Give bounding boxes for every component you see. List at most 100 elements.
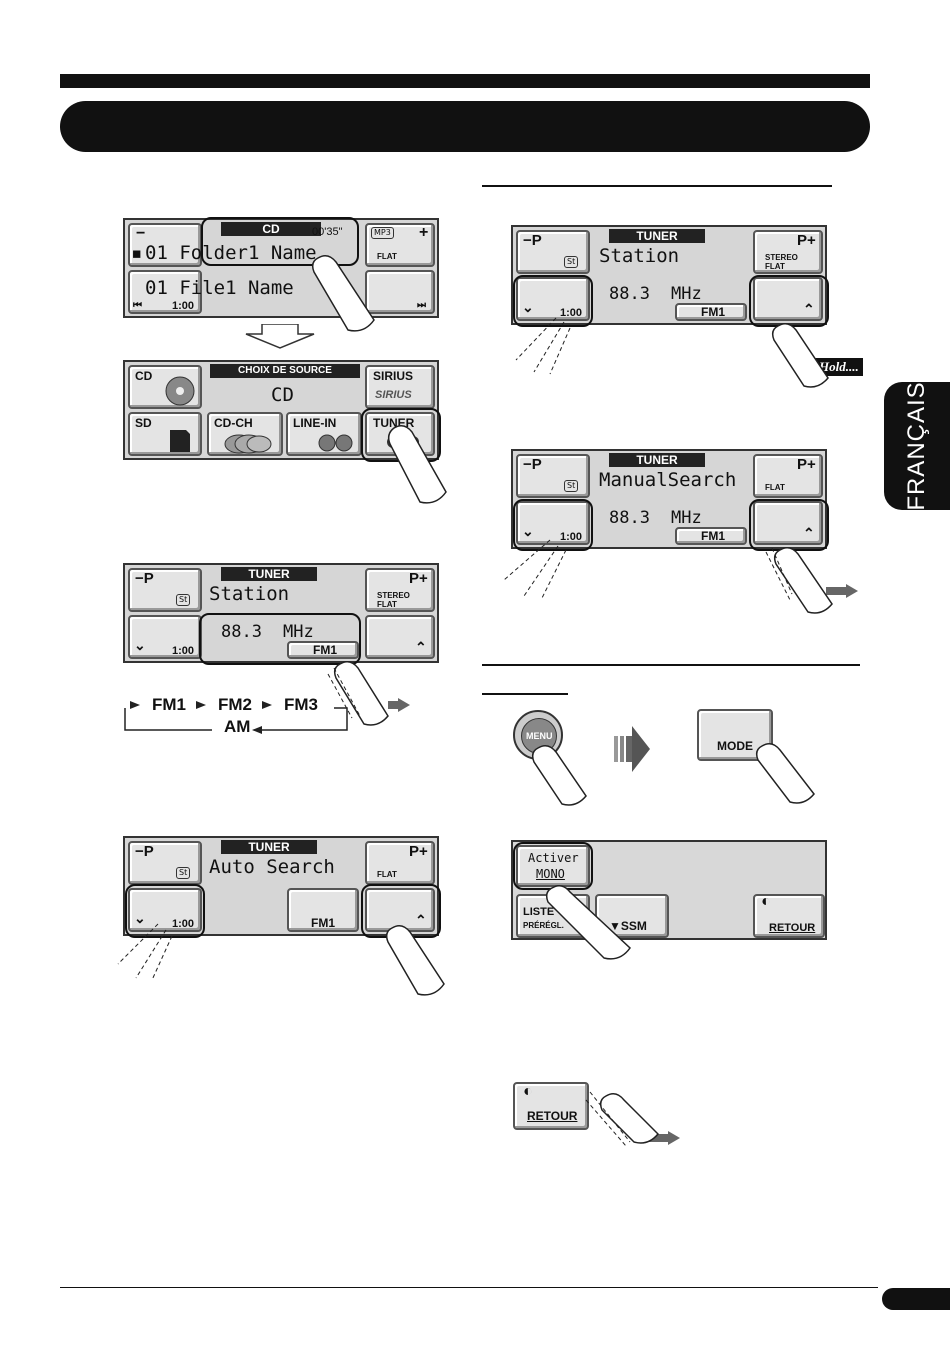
prev-icon: ⏮ — [133, 300, 142, 311]
preset-down-button[interactable]: −P St — [516, 454, 590, 498]
changer-icon — [224, 434, 272, 454]
tuner-screen-manual: −P St TUNER ManualSearch P+ FLAT ⌄ 1:00 … — [511, 449, 829, 551]
liste-preregl-button[interactable]: LISTE PRÉRÉGL. — [516, 894, 590, 938]
step-rule — [482, 185, 832, 187]
band-button[interactable]: FM1 — [287, 888, 359, 932]
minus-button[interactable]: − — [128, 223, 202, 267]
prev-track-button[interactable]: ⏮ 1:00 — [128, 270, 202, 314]
flat-label: FLAT — [377, 870, 397, 879]
source-cd-button[interactable]: CD — [128, 365, 202, 409]
source-sd-button[interactable]: SD — [128, 412, 202, 456]
folder-name: 01 Folder1 Name — [145, 242, 317, 264]
station-name: ManualSearch — [599, 469, 737, 491]
band-button[interactable]: FM1 — [287, 641, 359, 659]
highlight — [513, 842, 593, 890]
chevron-up-icon: ⌃ — [415, 639, 427, 655]
step-rule-short — [482, 693, 568, 695]
highlight — [201, 217, 359, 266]
preset-down-button[interactable]: −P St — [128, 841, 202, 885]
retour-button[interactable]: ◐ RETOUR — [753, 894, 825, 938]
station-name: Station — [209, 583, 290, 605]
back-icon: ◐ — [761, 893, 771, 910]
st-badge: St — [176, 594, 191, 606]
menu-knob[interactable]: MENU — [513, 710, 563, 760]
band-fm2: FM2 — [218, 695, 252, 714]
seek-up-button[interactable]: ⌃ — [753, 501, 823, 545]
mode-button[interactable]: MODE — [697, 709, 773, 761]
stereo-label: STEREO — [377, 591, 410, 600]
highlight — [125, 884, 205, 938]
arrow-shaft — [826, 587, 848, 595]
band-am: AM — [224, 717, 251, 736]
arrow-right-icon — [668, 1131, 680, 1145]
language-label: FRANÇAIS — [903, 381, 930, 511]
highlight — [513, 275, 593, 327]
st-badge: St — [564, 480, 579, 492]
source-cdch-button[interactable]: CD-CH — [207, 412, 283, 456]
preset-up-button[interactable]: P+ STEREO FLAT — [365, 568, 435, 612]
seek-up-button[interactable]: ⌃ — [753, 277, 823, 321]
clock: 1:00 — [172, 645, 195, 657]
step-rule — [482, 664, 860, 666]
highlight — [513, 499, 593, 551]
frequency-unit: MHz — [671, 508, 702, 528]
plus-button[interactable]: MP3 + FLAT — [365, 223, 435, 267]
source-header: CHOIX DE SOURCE — [210, 364, 360, 378]
mp3-badge: MP3 — [371, 227, 394, 239]
cycle-lines — [124, 707, 348, 734]
clock: 1:00 — [172, 918, 195, 930]
frequency: 88.3 — [609, 284, 650, 304]
cd-screen: − CD 00'35" ▪ 01 Folder1 Name MP3 + FLAT… — [123, 217, 439, 318]
band-button[interactable]: FM1 — [675, 527, 747, 545]
folder-icon: ▪ — [131, 242, 143, 264]
sirius-logo: SIRIUS — [375, 389, 412, 401]
stereo-label: STEREO — [765, 253, 798, 262]
band-button[interactable]: FM1 — [675, 303, 747, 321]
file-name: 01 File1 Name — [145, 277, 294, 299]
ssm-button[interactable]: ▼SSM — [595, 894, 669, 938]
preset-up-button[interactable]: P+ STEREO FLAT — [753, 230, 823, 274]
finger-icon — [771, 323, 829, 388]
frequency: 88.3 — [221, 622, 262, 642]
page-number-tab — [882, 1288, 950, 1310]
preset-down-button[interactable]: −P St — [128, 568, 202, 612]
flat-label: FLAT — [377, 600, 397, 609]
preset-down-button[interactable]: −P St — [516, 230, 590, 274]
highlight — [361, 408, 441, 462]
st-badge: St — [564, 256, 579, 268]
chevron-down-icon: ⌄ — [134, 637, 146, 653]
seek-down-button[interactable]: ⌄ 1:00 — [516, 277, 590, 321]
mono-screen: Activer MONO LISTE PRÉRÉGL. ▼SSM ◐ RETOU… — [511, 840, 827, 940]
cd-header: CD — [221, 222, 321, 236]
seek-up-button[interactable]: ⌃ — [365, 615, 435, 659]
sd-card-icon — [170, 430, 190, 452]
chevron-up-icon: ⌃ — [803, 301, 815, 317]
chevron-down-icon: ⌄ — [134, 910, 146, 926]
preset-up-button[interactable]: P+ FLAT — [753, 454, 823, 498]
st-badge: St — [176, 867, 191, 879]
current-source: CD — [271, 384, 294, 406]
next-icon: ⏭ — [417, 300, 426, 311]
flat-label: FLAT — [377, 252, 397, 261]
tuner-header: TUNER — [609, 229, 705, 243]
elapsed-time: 00'35" — [312, 226, 343, 238]
retour-button-large[interactable]: ◐ RETOUR — [513, 1082, 589, 1130]
frequency-unit: MHz — [671, 284, 702, 304]
flat-label: FLAT — [765, 262, 785, 271]
arrow-right-icon — [196, 701, 206, 709]
back-icon: ◐ — [523, 1083, 533, 1100]
seek-down-button[interactable]: ⌄ 1:00 — [128, 615, 202, 659]
highlight — [749, 275, 829, 327]
bottom-rule — [60, 1287, 878, 1288]
chevron-up-icon: ⌃ — [415, 912, 427, 928]
arrow-right-icon — [398, 698, 410, 712]
source-sirius-button[interactable]: SIRIUS SIRIUS — [365, 365, 435, 409]
preset-up-button[interactable]: P+ FLAT — [365, 841, 435, 885]
highlight — [199, 613, 361, 665]
arrow-right-icon — [262, 701, 272, 709]
source-linein-button[interactable]: LINE-IN — [286, 412, 362, 456]
arrow-right-icon — [130, 701, 140, 709]
next-track-button[interactable]: ⏭ — [365, 270, 435, 314]
band-cycle-diagram: FM1 FM2 FM3 AM — [124, 695, 344, 736]
